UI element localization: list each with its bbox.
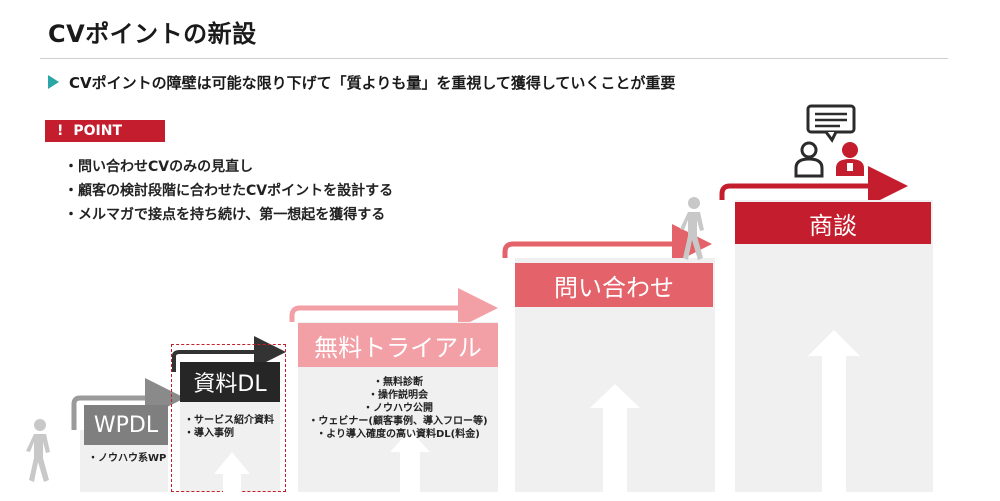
- page-title: CVポイントの新設: [48, 20, 257, 48]
- step-arrow-meeting: [719, 166, 908, 206]
- list-item: ・サービス紹介資料: [184, 415, 274, 426]
- stage-label-meeting: 商談: [735, 202, 931, 244]
- step-arrow-shiryo: [172, 336, 286, 372]
- stage-label-inquiry: 問い合わせ: [515, 263, 713, 307]
- walking-person-icon: [26, 419, 50, 482]
- point-badge-label: POINT: [73, 123, 123, 139]
- bullet-triangle-icon: [48, 75, 59, 89]
- stage-items-shiryo: ・サービス紹介資料 ・導入事例: [184, 414, 274, 440]
- list-item: ・操作説明会: [368, 390, 428, 401]
- stage-label-trial: 無料トライアル: [298, 323, 498, 367]
- subtitle-text: CVポイントの障壁は可能な限り下げて「質よりも量」を重視して獲得していくことが重…: [69, 73, 676, 92]
- meeting-chat-icon: [794, 104, 864, 178]
- up-arrow-icon: [808, 330, 860, 492]
- up-arrow-icon: [214, 452, 250, 492]
- list-item: ・ノウハウ公開: [363, 403, 433, 414]
- stage-label-shiryo: 資料DL: [180, 362, 280, 402]
- list-item: ・導入事例: [184, 428, 234, 439]
- up-arrow-icon: [390, 430, 430, 492]
- subtitle: CVポイントの障壁は可能な限り下げて「質よりも量」を重視して獲得していくことが重…: [48, 70, 675, 94]
- walking-person-icon: [680, 197, 704, 260]
- list-item: ・ノウハウ系WP: [88, 453, 167, 464]
- step-arrow-trial: [289, 288, 498, 328]
- stage-items-trial: ・無料診断 ・操作説明会 ・ノウハウ公開 ・ウェビナー(顧客事例、導入フロー等)…: [300, 376, 496, 441]
- list-item: ・より導入確度の高い資料DL(料金): [316, 429, 480, 440]
- title-divider: [40, 58, 948, 59]
- point-item: ・メルマガで接点を持ち続け、第一想起を獲得する: [64, 207, 386, 223]
- point-badge: ! POINT: [45, 120, 165, 142]
- list-item: ・ウェビナー(顧客事例、導入フロー等): [308, 416, 488, 427]
- point-item: ・問い合わせCVのみの見直し: [64, 159, 254, 175]
- up-arrow-icon: [590, 384, 640, 492]
- list-item: ・無料診断: [373, 377, 423, 388]
- step-arrow-wpdl: [71, 378, 185, 430]
- point-item: ・顧客の検討段階に合わせたCVポイントを設計する: [64, 183, 394, 199]
- stage-label-wpdl: WPDL: [84, 405, 168, 445]
- step-arrow-inquiry: [502, 224, 712, 264]
- stage-items-wpdl: ・ノウハウ系WP: [88, 452, 166, 465]
- point-badge-mark: !: [57, 123, 64, 139]
